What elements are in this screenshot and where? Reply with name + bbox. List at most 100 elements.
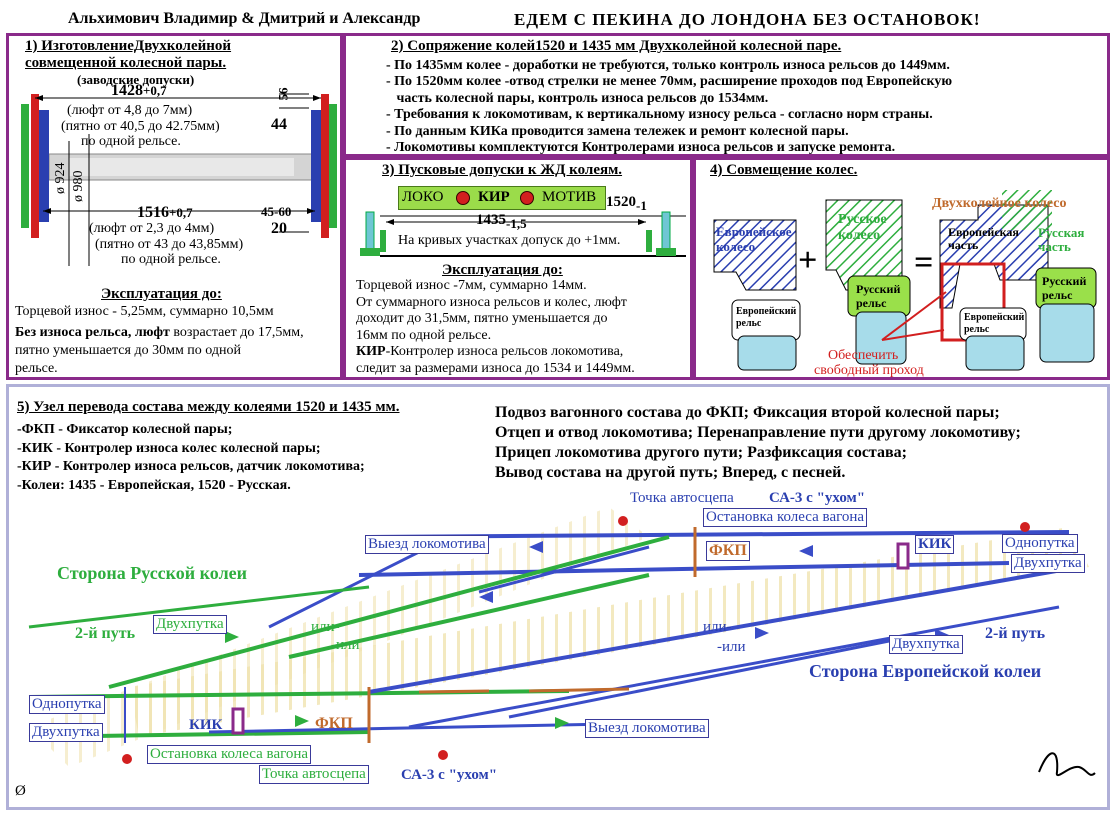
one-track-bot: Однопутка xyxy=(29,695,105,714)
loco-exit-top: Выезд локомотива xyxy=(365,535,489,554)
plus-sign: + xyxy=(798,242,818,279)
one-track-top: Однопутка xyxy=(1002,534,1078,553)
panel2-line: - Требования к локомотивам, к вертикальн… xyxy=(386,107,933,123)
page-title: ЕДЕМ С ПЕКИНА ДО ЛОНДОНА БЕЗ ОСТАНОВОК! xyxy=(514,10,981,29)
panel5-legend: -ФКП - Фиксатор колесной пары; -КИК - Ко… xyxy=(17,421,365,495)
dim-1428: 1428+0,7 xyxy=(111,82,167,100)
panel1-title-line2: совмещенной колесной пары. xyxy=(25,55,227,71)
legend-item: -КИР - Контролер износа рельсов, датчик … xyxy=(17,459,365,474)
kik-bot: КИК xyxy=(189,717,223,733)
track2-left: 2-й путь xyxy=(75,625,136,642)
loco-label-2: МОТИВ xyxy=(542,189,597,205)
euro-rail-label-1: Европейский рельс xyxy=(736,306,797,329)
track-diagram xyxy=(28,507,1096,777)
dim-1435-tol: -1,5 xyxy=(506,216,527,231)
or-left-1: или- xyxy=(311,619,340,635)
dim-1520: 1520-1 xyxy=(606,194,647,214)
russian-wheel-label: Русское колесо xyxy=(838,212,887,243)
panel2-line: - По 1435мм колее - доработки не требуют… xyxy=(386,58,950,73)
rails-drawing xyxy=(360,211,686,257)
panel3-line: 16мм по одной рельсе. xyxy=(356,327,492,343)
dim-1435: 1435-1,5 xyxy=(476,212,527,232)
wagon-stop-top: Остановка колеса вагона xyxy=(703,508,868,527)
panel5-steps: Подвоз вагонного состава до ФКП; Фиксаци… xyxy=(495,403,1021,483)
step-item: Прицеп локомотива другого пути; Разфикса… xyxy=(495,444,907,461)
russian-rail-label-1: Русский рельс xyxy=(856,282,901,310)
panel-startup-tolerances: 3) Пусковые допуски к ЖД колеям. ЛОКО КИ… xyxy=(343,157,693,380)
legend-item: -ФКП - Фиксатор колесной пары; xyxy=(17,422,233,437)
dim-1516: 1516+0,7 xyxy=(137,204,193,222)
russian-rail-label-2: Русский рельс xyxy=(1042,274,1087,302)
auto-coupler-bot: Точка автосцепа xyxy=(259,765,369,784)
panel3-exp-title: Эксплуатация до: xyxy=(442,262,563,278)
two-track-bot: Двухпутка xyxy=(29,723,103,742)
euro-rail-label-2: Европейский рельс xyxy=(964,312,1025,335)
step-item: Подвоз вагонного состава до ФКП; Фиксаци… xyxy=(495,404,1000,421)
luft-1: (люфт от 4,8 до 7мм) xyxy=(67,103,193,118)
dim-1516-value: 1516 xyxy=(137,204,169,221)
corner-mark: Ø xyxy=(15,783,26,799)
fkp-top: ФКП xyxy=(706,541,750,561)
dim-1428-value: 1428 xyxy=(111,82,143,99)
panel-transfer-node: 5) Узел перевода состава между колеями 1… xyxy=(6,384,1110,810)
dim-45-60: 45-60 xyxy=(261,204,292,219)
dim-1520-tol: -1 xyxy=(636,198,647,213)
panel-gauge-interface: 2) Сопряжение колей1520 и 1435 мм Двухко… xyxy=(343,33,1110,157)
euro-part-label: Европейская часть xyxy=(948,225,1019,252)
dim-980: ø 980 xyxy=(71,170,86,203)
panel3-line: доходит до 31,5мм, пятно уменьшается до xyxy=(356,311,608,326)
dual-wheel-label: Двухколейное колесо xyxy=(932,196,1067,211)
fkp-bot: ФКП xyxy=(315,715,353,732)
legend-item: -КИК - Контролер износа колес колесной п… xyxy=(17,440,321,456)
panel2-title: 2) Сопряжение колей1520 и 1435 мм Двухко… xyxy=(391,38,842,54)
wagon-stop-bot: Остановка колеса вагона xyxy=(147,745,312,764)
panel4-title: 4) Совмещение колес. xyxy=(710,162,858,178)
authors: Альхимович Владимир & Дмитрий и Александ… xyxy=(68,10,421,27)
panel-wheel-combination: 4) Совмещение колес. Европейское колесо xyxy=(693,157,1110,380)
panel1-subtitle: (заводские допуски) xyxy=(77,72,195,87)
step-item: Отцеп и отвод локомотива; Перенаправлени… xyxy=(495,424,1021,441)
spot-1: (пятно от 40,5 до 42.75мм) xyxy=(61,119,220,134)
locomotive-banner xyxy=(398,186,606,210)
sensor-dot-right xyxy=(520,191,534,205)
dim-44: 44 xyxy=(271,116,287,133)
dim-1435-value: 1435 xyxy=(476,212,506,228)
or-right-2: -или xyxy=(717,639,746,655)
per-rail-1: по одной рельсе. xyxy=(81,134,181,149)
euro-wheel-label: Европейское колесо xyxy=(716,224,792,254)
panel2-line: - По данным КИКа проводится замена тележ… xyxy=(386,123,849,139)
or-right-1: или- xyxy=(703,619,732,635)
two-track-top: Двухпутка xyxy=(1011,554,1085,573)
kir-bold: КИР xyxy=(356,344,386,359)
dim-924: ø 924 xyxy=(53,162,68,195)
panel3-title: 3) Пусковые допуски к ЖД колеям. xyxy=(382,162,623,178)
panel5-title: 5) Узел перевода состава между колеями 1… xyxy=(17,399,400,415)
panel1-title-line1: 1) ИзготовлениеДвухколейной xyxy=(25,38,232,54)
side-euro: Сторона Европейской колеи xyxy=(809,661,1042,681)
loco-exit-bot: Выезд локомотива xyxy=(585,719,709,738)
panel1-exp-line4: рельсе. xyxy=(15,361,58,376)
wheelset-drawing xyxy=(21,93,337,266)
panel-wheelset-manufacture: 1) ИзготовлениеДвухколейной совмещенной … xyxy=(6,33,343,380)
kir-line1: -Контролер износа рельсов локомотива, xyxy=(385,344,624,359)
panel3-line: От суммарного износа рельсов и колес, лю… xyxy=(356,294,627,310)
dim-1428-tol: +0,7 xyxy=(143,83,167,98)
panel1-exp-line2-rest: возрастает до 17,5мм, xyxy=(169,325,304,340)
curve-note: На кривых участках допуск до +1мм. xyxy=(398,233,621,248)
panel2-line: часть колесной пары, контроль износа рел… xyxy=(386,90,769,106)
dim-1520-value: 1520 xyxy=(606,194,636,210)
kir-label: КИР xyxy=(478,189,510,205)
side-russian: Сторона Русской колеи xyxy=(57,563,248,583)
sa3-top: СА-3 с "ухом" xyxy=(769,490,866,506)
auto-coupler-top: Точка автосцепа xyxy=(630,490,734,506)
track2-right: 2-й путь xyxy=(985,625,1046,642)
panel1-exp-line2: Без износа рельса, люфт возрастает до 17… xyxy=(15,325,304,341)
sensor-dot-left xyxy=(456,191,470,205)
panel3-list: Торцевой износ -7мм, суммарно 14мм. От с… xyxy=(356,278,635,377)
loco-label-1: ЛОКО xyxy=(402,189,444,205)
panel3-line: следит за размерами износа до 1534 и 144… xyxy=(356,360,635,376)
russian-part-label: Русская часть xyxy=(1038,225,1085,254)
dim-20: 20 xyxy=(271,220,287,237)
two-track-mid: Двухпутка xyxy=(889,635,963,654)
panel1-exp-line2-bold: Без износа рельса, люфт xyxy=(15,325,170,340)
